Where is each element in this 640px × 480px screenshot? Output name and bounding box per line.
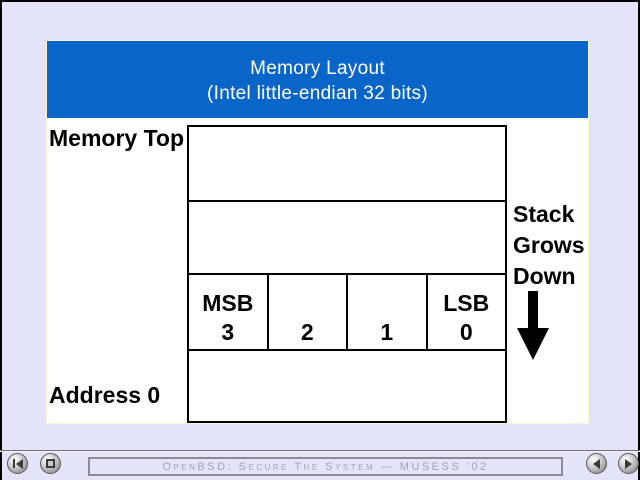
stop-presentation-button[interactable] [40, 453, 61, 474]
byte-cell-3-number: 3 [221, 319, 235, 345]
memory-box-second-region [189, 200, 505, 273]
byte-cell-3-label: MSB [202, 290, 254, 316]
go-to-first-slide-button[interactable] [7, 453, 28, 474]
stack-label-line3: Down [513, 263, 576, 289]
byte-cell-1: 1 [346, 275, 426, 349]
memory-box-bottom-region [189, 349, 505, 419]
address-0-label: Address 0 [49, 382, 161, 408]
byte-cell-1-number: 1 [380, 319, 394, 345]
stop-icon [46, 459, 55, 468]
byte-cell-2: 2 [266, 275, 347, 349]
skip-to-start-icon [12, 459, 15, 468]
skip-to-start-icon-triangle [15, 458, 23, 469]
next-icon [625, 458, 632, 469]
stack-grows-down-label: Stack Grows Down [513, 199, 585, 292]
down-arrow-icon [517, 291, 549, 360]
stack-label-line1: Stack [513, 201, 575, 227]
memory-diagram: MSB 3 2 1 LSB 0 [187, 125, 507, 423]
window-frame-right [638, 0, 640, 480]
byte-cell-0-label: LSB [443, 290, 490, 316]
byte-cell-0: LSB 0 [425, 275, 506, 349]
footer-status-text: OpenBSD: Secure The System — MUSESS '02 [162, 460, 489, 473]
previous-icon [593, 458, 600, 469]
memory-top-label: Memory Top [49, 125, 185, 151]
byte-cell-3: MSB 3 [189, 275, 267, 349]
memory-box-top-region [189, 127, 505, 200]
slide-title-banner: Memory Layout (Intel little-endian 32 bi… [47, 41, 588, 118]
slide-title-line2: (Intel little-endian 32 bits) [207, 83, 428, 104]
next-slide-button[interactable] [618, 453, 639, 474]
slide-title-line1: Memory Layout [250, 58, 385, 79]
window-frame-left [0, 0, 2, 480]
window-frame-top [0, 0, 640, 2]
previous-slide-button[interactable] [586, 453, 607, 474]
footer-divider [0, 450, 640, 451]
slide-canvas: Memory Layout (Intel little-endian 32 bi… [46, 40, 589, 424]
footer-divider-highlight [0, 451, 640, 452]
footer-status-box: OpenBSD: Secure The System — MUSESS '02 [88, 457, 563, 476]
byte-cell-0-number: 0 [459, 319, 473, 345]
stack-label-line2: Grows [513, 232, 585, 258]
byte-cell-2-number: 2 [300, 319, 314, 345]
byte-row: MSB 3 2 1 LSB 0 [189, 273, 505, 349]
